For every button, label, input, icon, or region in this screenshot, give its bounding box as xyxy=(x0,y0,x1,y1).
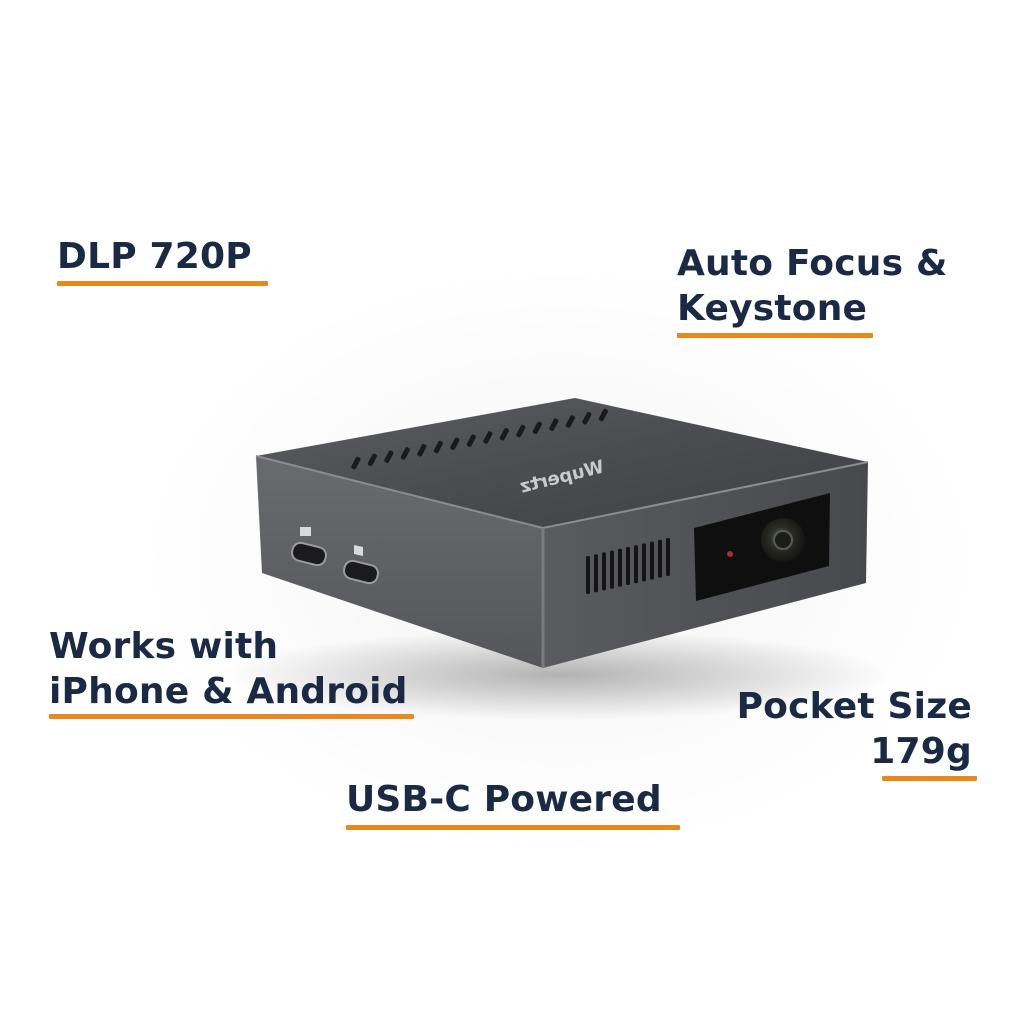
feature-size-line2: 179g xyxy=(870,731,972,772)
feature-focus-underline xyxy=(677,333,873,338)
vent-slot xyxy=(626,547,630,585)
vent-slot xyxy=(666,538,670,576)
vent-slot xyxy=(586,556,590,594)
feature-compatibility-line2: iPhone & Android xyxy=(49,671,408,712)
vent-slot xyxy=(384,450,394,463)
feature-focus: Auto Focus & Keystone xyxy=(677,241,948,331)
feature-compatibility-underline xyxy=(49,714,414,719)
feature-resolution-underline xyxy=(57,281,268,286)
feature-resolution: DLP 720P xyxy=(57,234,252,279)
vent-slot xyxy=(598,408,608,422)
power-port-icon xyxy=(300,527,311,536)
vent-slot xyxy=(466,434,476,447)
vent-slot xyxy=(433,440,443,454)
vent-slot xyxy=(483,431,493,444)
vent-slot xyxy=(516,424,526,438)
feature-size-underline xyxy=(882,776,977,781)
vent-slot xyxy=(549,418,559,431)
feature-compatibility-line1: Works with xyxy=(49,626,279,667)
top-vent-grille xyxy=(351,408,608,470)
vent-slot xyxy=(450,437,460,451)
sensor-indicator xyxy=(727,551,733,557)
vent-slot xyxy=(417,444,427,457)
vent-slot xyxy=(367,453,377,467)
usb-c-port-video xyxy=(343,559,379,585)
video-port-icon xyxy=(354,545,363,556)
vent-slot xyxy=(602,552,606,591)
vent-slot xyxy=(610,550,614,589)
vent-slot xyxy=(532,421,542,435)
feature-compatibility: Works with iPhone & Android xyxy=(49,624,408,714)
vent-slot xyxy=(594,554,598,593)
vent-slot xyxy=(618,548,622,587)
device-side-face xyxy=(256,456,543,668)
vent-slot xyxy=(499,428,509,441)
usb-c-port-power xyxy=(291,541,327,567)
feature-power-text: USB-C Powered xyxy=(346,779,662,820)
feature-size: Pocket Size 179g xyxy=(737,684,972,774)
device-shadow xyxy=(230,630,890,720)
vent-slot xyxy=(642,543,646,582)
feature-focus-line1: Auto Focus & xyxy=(677,243,948,284)
vent-slot xyxy=(650,541,654,580)
vent-slot xyxy=(565,415,575,428)
feature-power-underline xyxy=(346,825,680,830)
feature-power: USB-C Powered xyxy=(346,777,662,822)
vent-slot xyxy=(582,412,592,425)
lens-center xyxy=(773,530,793,550)
lens-window xyxy=(694,493,830,601)
vent-slot xyxy=(351,456,361,470)
feature-size-line1: Pocket Size xyxy=(736,686,972,727)
vent-slot xyxy=(400,447,410,460)
feature-resolution-text: DLP 720P xyxy=(57,236,252,277)
vent-slot xyxy=(634,545,638,584)
vent-slot xyxy=(658,539,662,578)
feature-focus-line2: Keystone xyxy=(677,288,868,329)
device-top-face xyxy=(256,398,868,528)
front-vent-grille xyxy=(586,538,670,594)
